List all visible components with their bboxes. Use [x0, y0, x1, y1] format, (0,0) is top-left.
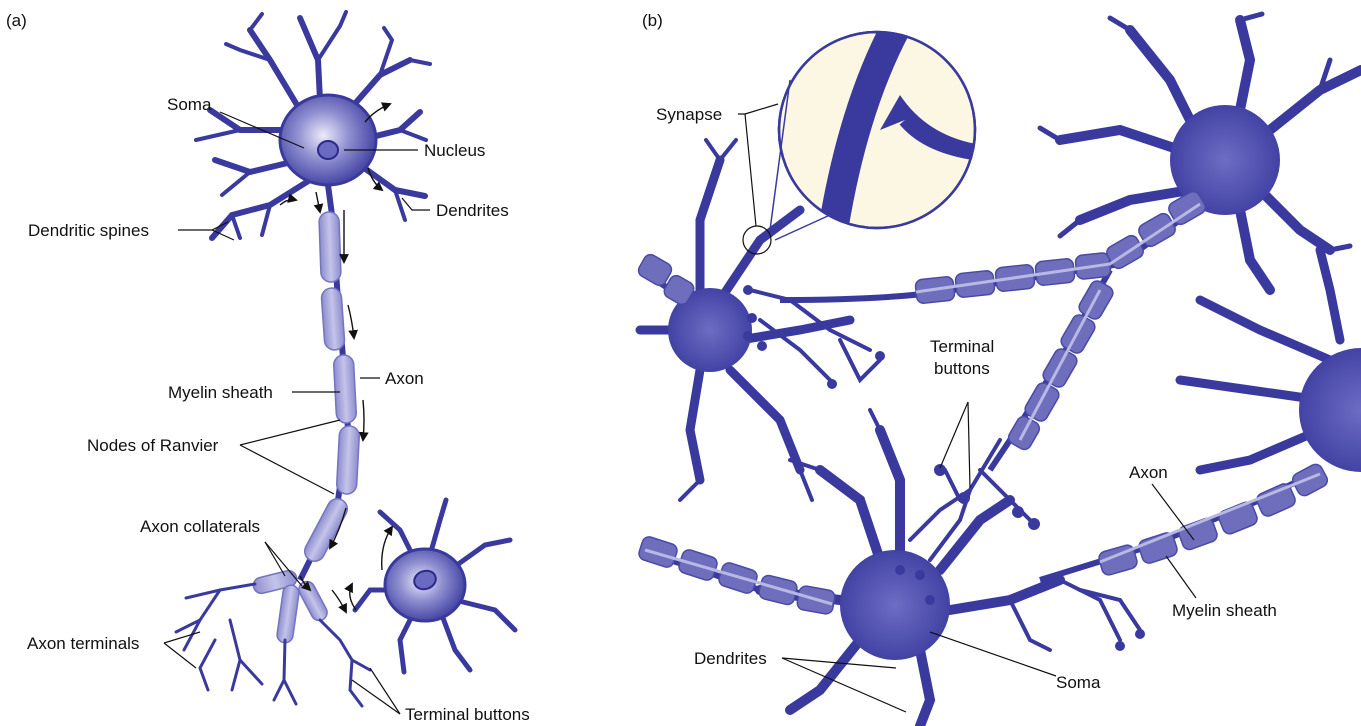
leader-lines-a	[164, 112, 430, 714]
label-synapse: Synapse	[656, 105, 722, 124]
label-terminal-buttons-b-line1: Terminal	[930, 337, 994, 356]
terminal-buttons-cluster	[910, 440, 1030, 560]
label-soma-b: Soma	[1056, 673, 1101, 692]
panel-a: (a)	[6, 11, 530, 724]
label-axon-b: Axon	[1129, 463, 1168, 482]
label-nodes-of-ranvier: Nodes of Ranvier	[87, 436, 219, 455]
label-axon-collaterals: Axon collaterals	[140, 517, 260, 536]
panel-b: (b)	[636, 11, 1361, 726]
label-dendrites-b: Dendrites	[694, 649, 767, 668]
label-myelin-sheath-a: Myelin sheath	[168, 383, 273, 402]
neuron-top-right	[1040, 14, 1361, 290]
label-axon-a: Axon	[385, 369, 424, 388]
label-soma-a: Soma	[167, 95, 212, 114]
myelin-segments-b	[636, 189, 1330, 615]
panel-a-tag: (a)	[6, 11, 27, 30]
label-dendrites-a: Dendrites	[436, 201, 509, 220]
label-terminal-buttons-a: Terminal buttons	[405, 705, 530, 724]
panel-b-tag: (b)	[642, 11, 663, 30]
label-dendritic-spines: Dendritic spines	[28, 221, 149, 240]
label-nucleus-a: Nucleus	[424, 141, 485, 160]
label-terminal-buttons-b-line2: buttons	[934, 359, 990, 378]
nucleus-a	[318, 141, 338, 159]
bottom-neuron	[355, 500, 515, 672]
synapse-inset	[743, 20, 990, 254]
label-myelin-sheath-b: Myelin sheath	[1172, 601, 1277, 620]
myelin-segments-a	[252, 212, 360, 644]
label-axon-terminals: Axon terminals	[27, 634, 139, 653]
